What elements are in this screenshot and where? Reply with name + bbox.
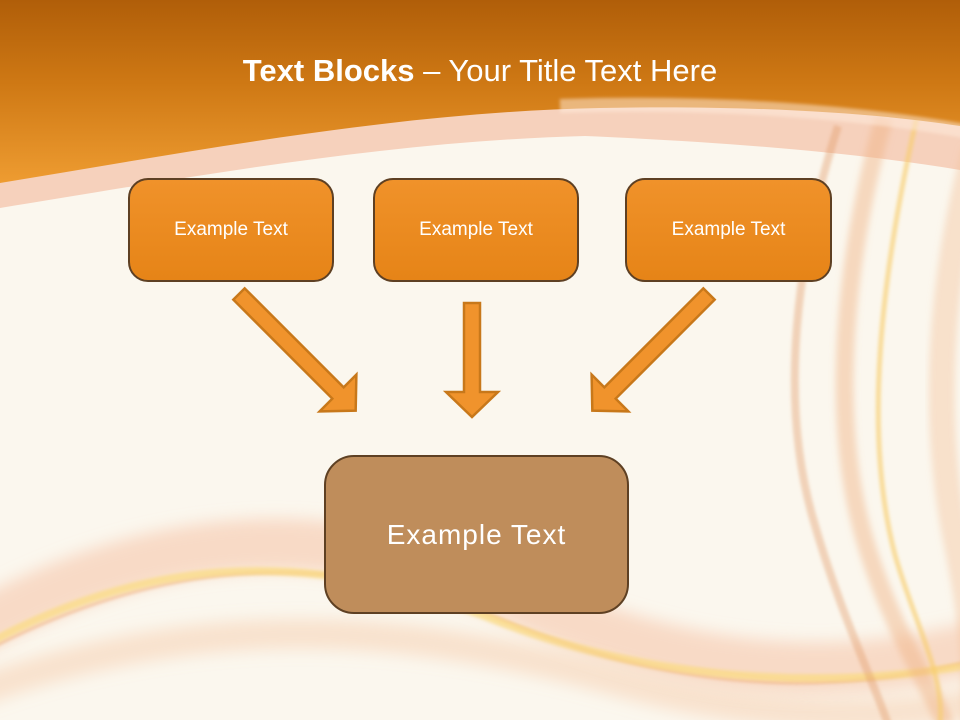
text-block-1[interactable]: Example Text	[128, 178, 334, 282]
header-edge-band	[0, 103, 960, 208]
slide-title[interactable]: Text Blocks – Your Title Text Here	[0, 53, 960, 88]
center-text-block-label: Example Text	[386, 518, 567, 550]
slide-title-rest: – Your Title Text Here	[423, 53, 718, 88]
header-banner	[0, 0, 960, 183]
text-block-3[interactable]: Example Text	[625, 178, 832, 282]
text-block-1-label: Example Text	[174, 219, 288, 240]
header-highlight	[559, 97, 960, 138]
text-block-2-label: Example Text	[419, 219, 533, 240]
slide-title-bold: Text Blocks	[242, 53, 415, 88]
text-block-3-label: Example Text	[671, 219, 786, 240]
text-block-2[interactable]: Example Text	[373, 178, 579, 282]
center-text-block[interactable]: Example Text	[324, 455, 629, 614]
